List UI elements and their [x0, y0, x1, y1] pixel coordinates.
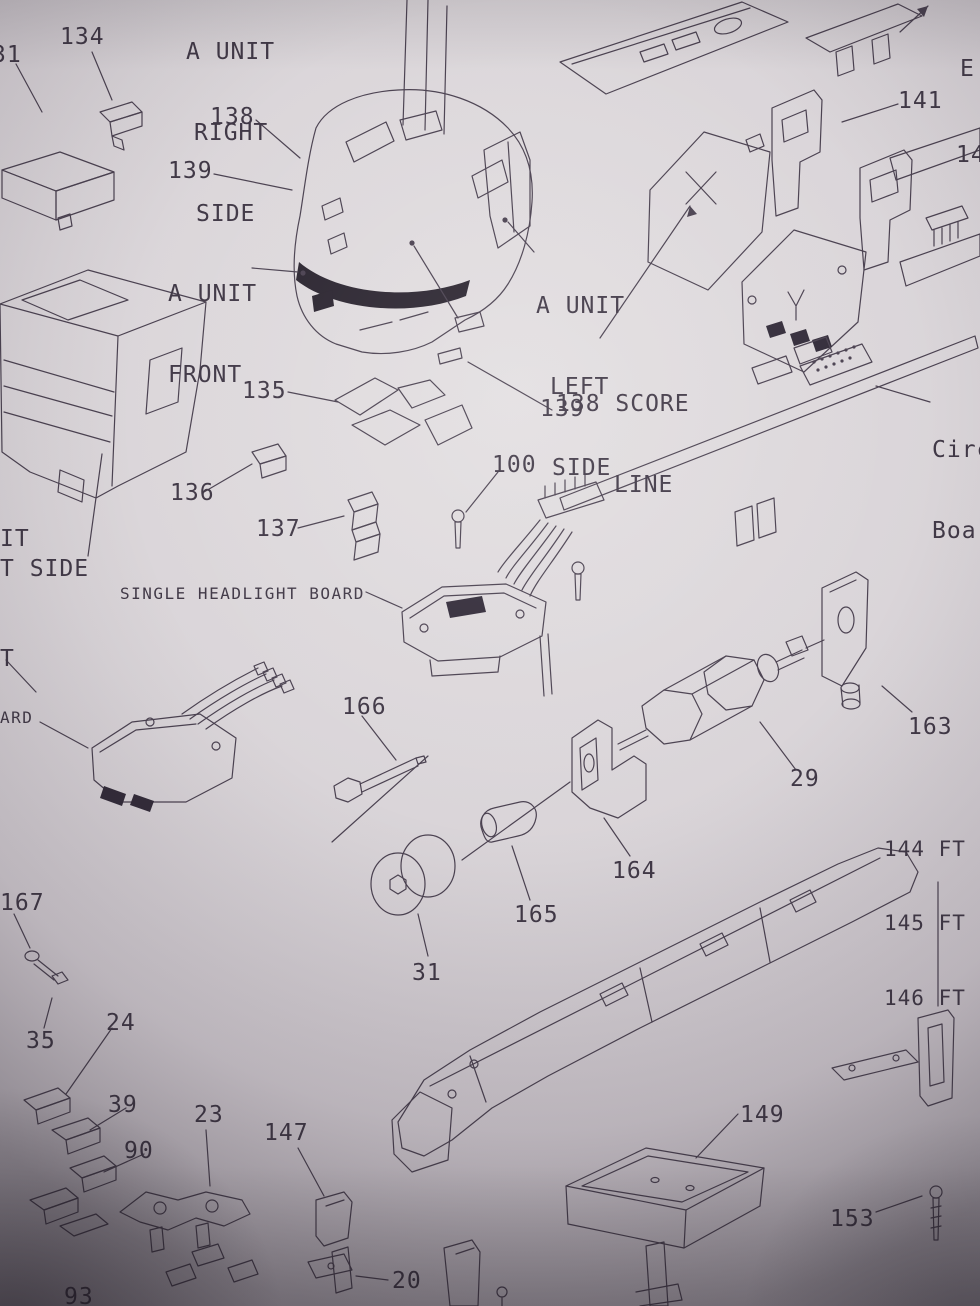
glazing-135-art: [251, 377, 473, 561]
label-138: 138: [210, 104, 255, 130]
circuit-board-art: [559, 335, 979, 547]
label-139b: 139: [540, 396, 585, 422]
label-20: 20: [392, 1268, 422, 1294]
label-147: 147: [264, 1120, 309, 1146]
label-165: 165: [514, 902, 559, 928]
label-166: 166: [342, 694, 387, 720]
label-163: 163: [908, 714, 953, 740]
b-unit-shell-art: [0, 151, 207, 503]
label-100: 100: [492, 452, 537, 478]
label-23: 23: [194, 1102, 224, 1128]
bracket-164-art: [571, 719, 647, 819]
label-edge-ard-partial: ARD: [0, 708, 34, 727]
roof-sections-art: [559, 1, 929, 95]
part-134-art: [99, 101, 143, 151]
chassis-frame-art: [391, 847, 939, 1173]
label-a-unit-left-side: A UNIT LEFT SIDE: [536, 293, 626, 481]
label-136: 136: [170, 480, 215, 506]
coupler-cluster-art: [23, 950, 117, 1237]
label-149: 149: [740, 1102, 785, 1128]
label-93-partial: 93: [64, 1284, 94, 1306]
label-edge-tside-partial: T SIDE: [0, 556, 90, 582]
label-139: 139: [168, 158, 213, 184]
label-single-headlight-board: SINGLE HEADLIGHT BOARD: [120, 584, 365, 603]
flywheel-31-art: [370, 834, 456, 916]
bushing-165-art: [461, 781, 571, 861]
label-135: 135: [242, 378, 287, 404]
label-e-partial: E: [960, 56, 975, 82]
label-29: 29: [790, 766, 820, 792]
leader-lines: [5, 51, 931, 1281]
label-31-top: 31: [0, 42, 22, 68]
bracket-23-art: [119, 1191, 259, 1287]
label-24: 24: [106, 1010, 136, 1036]
side-frames-141-art: [771, 89, 980, 287]
label-137: 137: [256, 516, 301, 542]
label-138-score-line: 138 SCORE LINE: [556, 391, 690, 498]
label-14x-partial: 14: [956, 142, 980, 168]
motor-29-art: [617, 649, 805, 751]
label-31b: 31: [412, 960, 442, 986]
label-a-unit-right-side: A UNIT RIGHT SIDE: [186, 39, 276, 227]
left-pcb-art: [91, 661, 295, 812]
headlight-board-art: [401, 473, 605, 697]
label-134: 134: [60, 24, 105, 50]
label-ft-list: 144 FT 145 FT 146 FT: [884, 837, 966, 1010]
clips-147-art: [307, 1191, 508, 1306]
clip-153-art: [831, 1009, 955, 1241]
label-35: 35: [26, 1028, 56, 1054]
label-167: 167: [0, 890, 45, 916]
label-a-unit-front: A UNIT FRONT: [168, 281, 258, 388]
label-164: 164: [612, 858, 657, 884]
a-unit-nose-art: [293, 0, 533, 365]
label-153: 153: [830, 1206, 875, 1232]
label-circuit-board: Circuit Board: [932, 437, 980, 544]
label-90: 90: [124, 1138, 154, 1164]
screw-166-art: [331, 755, 429, 843]
bracket-163-art: [785, 571, 869, 710]
window-glass-art: [647, 131, 867, 373]
tray-149-art: [565, 1147, 765, 1306]
label-39: 39: [108, 1092, 138, 1118]
label-141: 141: [898, 88, 943, 114]
label-edge-t-partial: T: [0, 646, 15, 672]
label-edge-it-partial: IT: [0, 526, 30, 552]
